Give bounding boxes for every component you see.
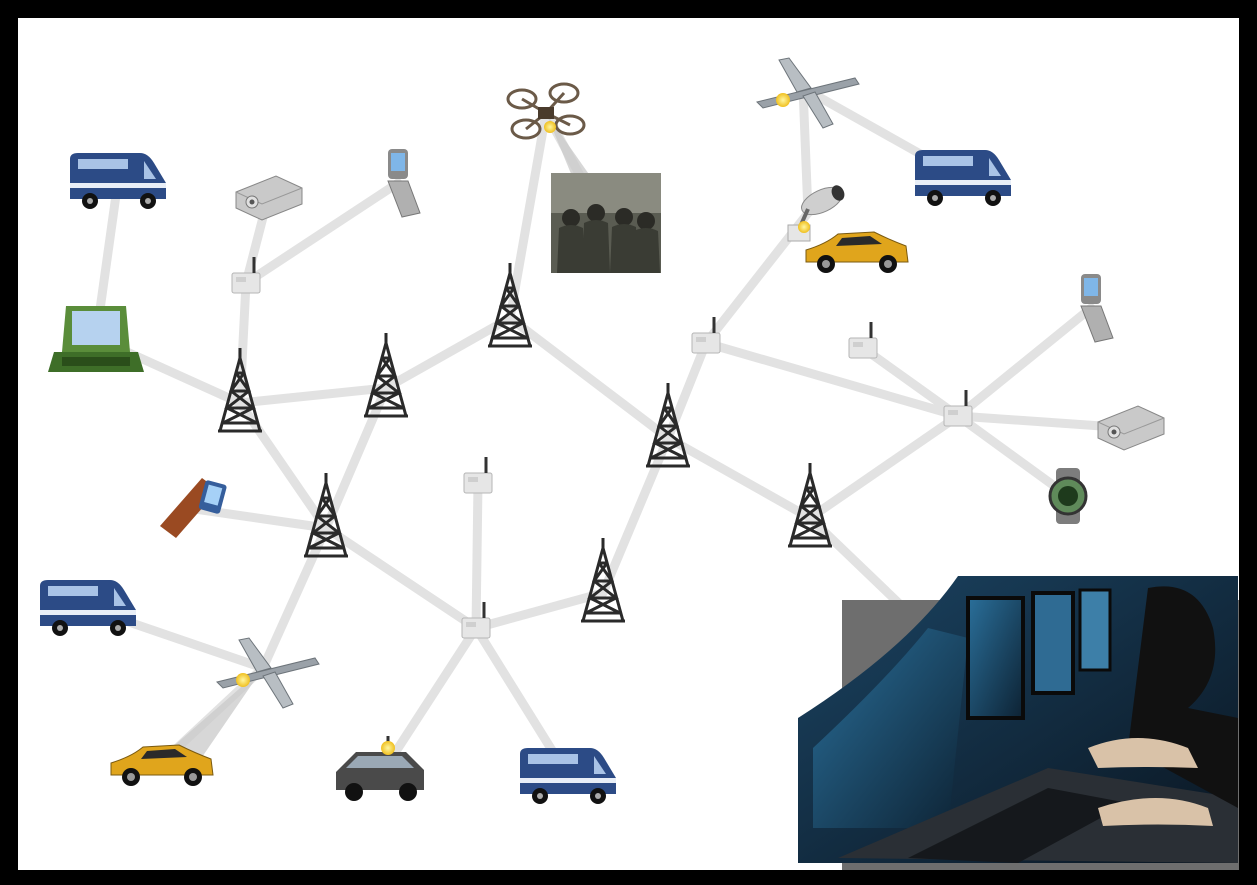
link-tower-lower-left-to-repeater-bottom-hub	[321, 523, 481, 633]
link-tower-center-left-to-tower-top-center	[381, 313, 515, 393]
phone-icon	[1080, 274, 1114, 343]
link-tower-lower-left-to-drone-bottom	[258, 523, 331, 673]
tower-icon	[304, 473, 348, 558]
link-repeater-top-left-to-tower-left	[235, 278, 251, 408]
link-repeater-right-hub-to-phone-right	[953, 303, 1096, 421]
tower-icon	[488, 263, 532, 348]
sports-car-icon	[110, 744, 214, 786]
link-tower-top-center-to-quadcopter	[505, 108, 551, 323]
link-tower-center-to-tower-right	[663, 433, 815, 523]
link-repeater-bottom-hub-to-suv	[375, 623, 481, 781]
repeater-icon	[461, 602, 491, 639]
van-icon	[915, 150, 1011, 206]
link-repeater-right-small-to-repeater-right-hub	[858, 343, 963, 421]
link-repeater-center-to-repeater-bottom-hub	[471, 478, 483, 633]
camera-icon	[787, 185, 845, 242]
laptop-icon	[48, 306, 144, 372]
link-repeater-bottom-hub-to-tower-lower-center	[471, 588, 608, 633]
drone-icon	[216, 637, 320, 709]
van-icon	[70, 153, 166, 209]
repeater-icon	[943, 390, 973, 427]
projector-icon	[235, 175, 303, 221]
sports-car-icon	[805, 231, 909, 273]
soldiers-photo-icon	[551, 173, 661, 273]
tower-icon	[218, 348, 262, 433]
quadcopter-icon	[506, 82, 586, 140]
phone-icon	[387, 149, 421, 218]
repeater-icon	[691, 317, 721, 354]
link-repeater-right-hub-to-tower-right	[805, 411, 963, 523]
repeater-icon	[463, 457, 493, 494]
link-repeater-right-hub-to-watch	[953, 411, 1073, 501]
suv-icon	[336, 736, 424, 801]
repeater-icon	[231, 257, 261, 294]
van-icon	[40, 580, 136, 636]
network-diagram	[40, 57, 1239, 870]
link-phone-top-to-repeater-top-left	[241, 178, 403, 288]
tower-icon	[581, 538, 625, 623]
signal-beams	[168, 113, 600, 763]
link-repeater-center-right-to-repeater-right-hub	[701, 338, 963, 421]
link-tower-top-center-to-tower-center	[505, 313, 673, 443]
watch-icon	[1048, 468, 1088, 524]
link-tower-center-left-to-tower-lower-left	[321, 383, 391, 533]
tower-icon	[364, 333, 408, 418]
pda-icon	[160, 478, 227, 538]
projector-icon	[1097, 405, 1165, 451]
drone-icon	[756, 57, 860, 129]
repeater-icon	[848, 322, 878, 359]
tower-icon	[788, 463, 832, 548]
link-tower-center-to-tower-lower-center	[598, 433, 673, 598]
control-room-photo-icon	[798, 576, 1239, 870]
tower-icon	[646, 383, 690, 468]
drone-beam	[168, 668, 263, 763]
van-icon	[520, 748, 616, 804]
link-drone-top-to-camera	[798, 83, 813, 218]
diagram-canvas	[18, 18, 1239, 870]
link-tower-left-to-tower-center-left	[235, 383, 391, 408]
network-nodes	[40, 57, 1239, 870]
